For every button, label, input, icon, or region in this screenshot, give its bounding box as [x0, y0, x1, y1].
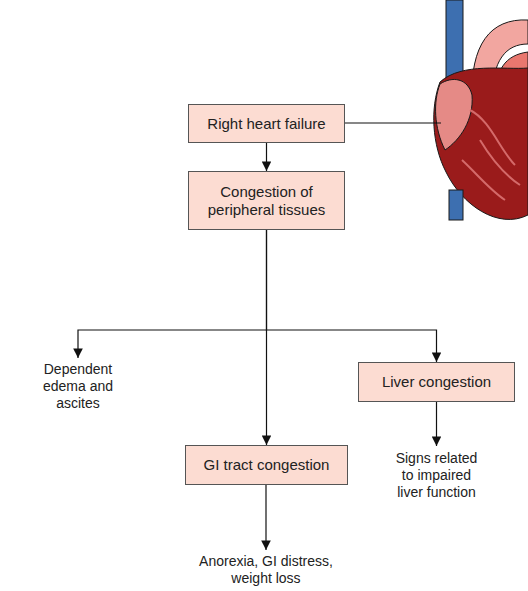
outcome-text: Dependent edema and ascites [33, 361, 123, 412]
flow-arrow [267, 230, 437, 362]
box-text: Liver congestion [382, 373, 491, 391]
box-text: Right heart failure [207, 115, 325, 133]
branch-arrow [78, 330, 266, 358]
outcome-text: Signs related to impaired liver function [391, 450, 482, 501]
result-arrow [265, 485, 266, 550]
leader-line [345, 122, 441, 123]
process-box: Liver congestion [358, 362, 515, 402]
vena-cava [449, 190, 463, 220]
flow-arrow [266, 143, 267, 171]
heart-detail [462, 110, 520, 200]
process-box: GI tract congestion [185, 445, 348, 485]
box-text: Congestion of peripheral tissues [197, 183, 336, 219]
process-box: Congestion of peripheral tissues [188, 171, 345, 230]
process-box: Right heart failure [188, 104, 345, 143]
outcome-text: Anorexia, GI distress, weight loss [186, 553, 346, 587]
box-text: GI tract congestion [204, 456, 330, 474]
result-arrow [436, 402, 437, 446]
right-atrium [436, 79, 473, 150]
heart-body [434, 68, 528, 219]
heart-illustration [434, 0, 528, 220]
